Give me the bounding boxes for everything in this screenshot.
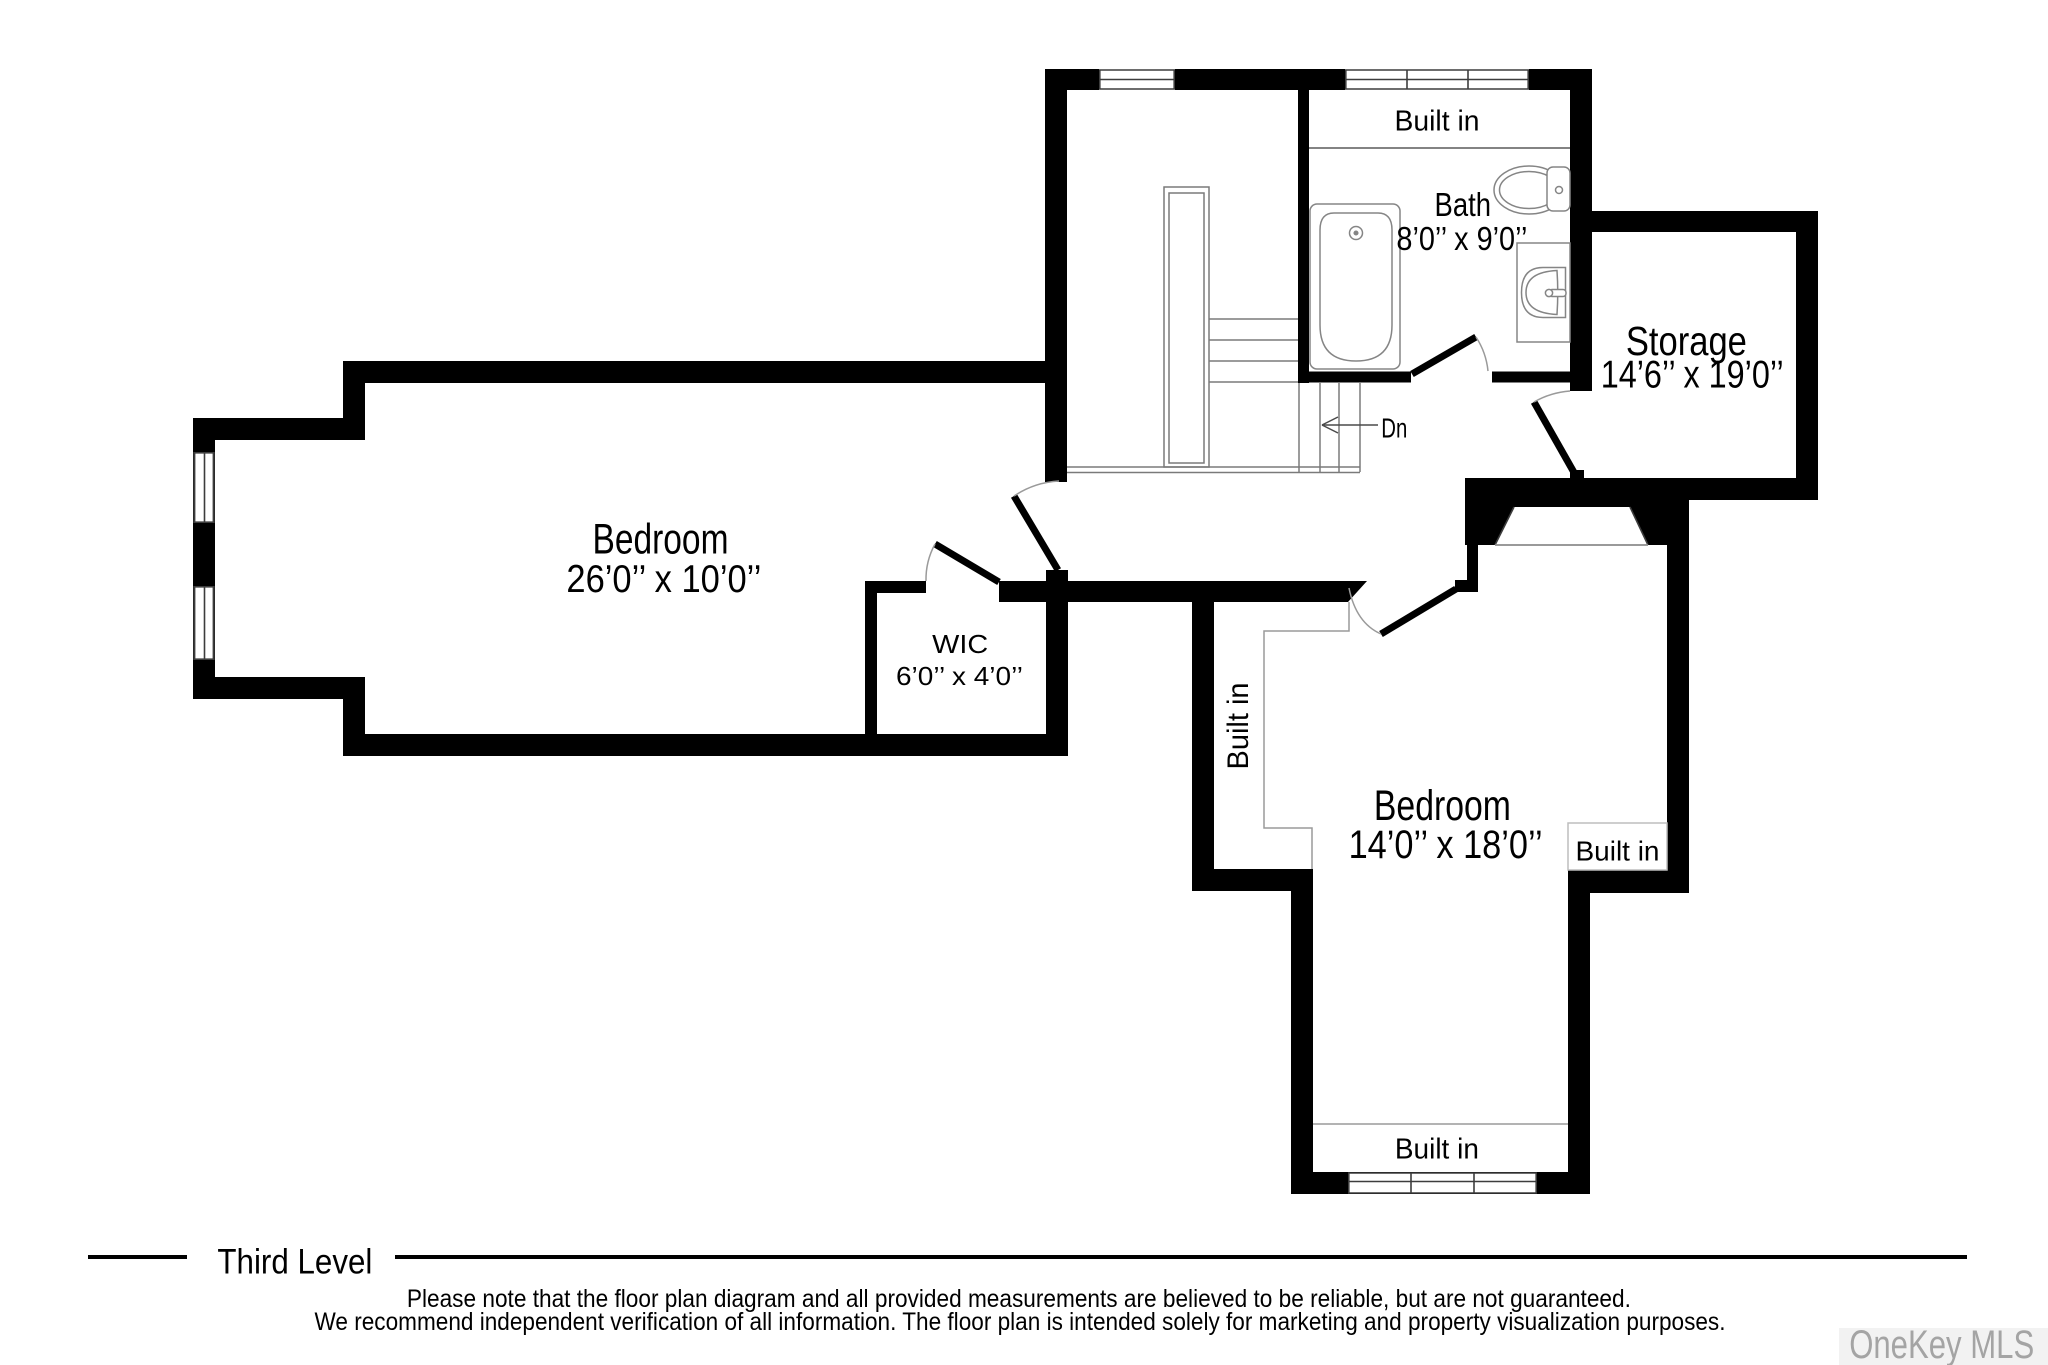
svg-text:Bedroom: Bedroom: [593, 517, 729, 564]
svg-text:WIC: WIC: [932, 629, 988, 659]
svg-text:We recommend independent verif: We recommend independent verification of…: [315, 1308, 1726, 1336]
svg-text:OneKey MLS: OneKey MLS: [1849, 1323, 2034, 1365]
svg-text:14’0’’ x 18’0’’: 14’0’’ x 18’0’’: [1349, 823, 1543, 867]
svg-text:Built in: Built in: [1395, 1134, 1479, 1166]
svg-text:Third Level: Third Level: [217, 1242, 372, 1281]
svg-text:Bedroom: Bedroom: [1374, 782, 1511, 830]
svg-text:Built in: Built in: [1395, 106, 1480, 138]
svg-text:Dn: Dn: [1381, 413, 1407, 444]
svg-text:26’0’’ x 10’0’’: 26’0’’ x 10’0’’: [566, 558, 761, 601]
svg-text:Bath: Bath: [1435, 186, 1492, 223]
svg-text:14’6’’ x 19’0’’: 14’6’’ x 19’0’’: [1601, 353, 1784, 396]
svg-text:Storage: Storage: [1626, 318, 1747, 364]
svg-text:Built in: Built in: [1222, 683, 1255, 770]
svg-text:8’0’’ x 9’0’’: 8’0’’ x 9’0’’: [1396, 220, 1527, 257]
svg-text:6’0’’ x 4’0’’: 6’0’’ x 4’0’’: [896, 661, 1023, 691]
svg-text:Built in: Built in: [1576, 835, 1660, 866]
svg-text:Please note that the floor pla: Please note that the floor plan diagram …: [407, 1285, 1631, 1313]
